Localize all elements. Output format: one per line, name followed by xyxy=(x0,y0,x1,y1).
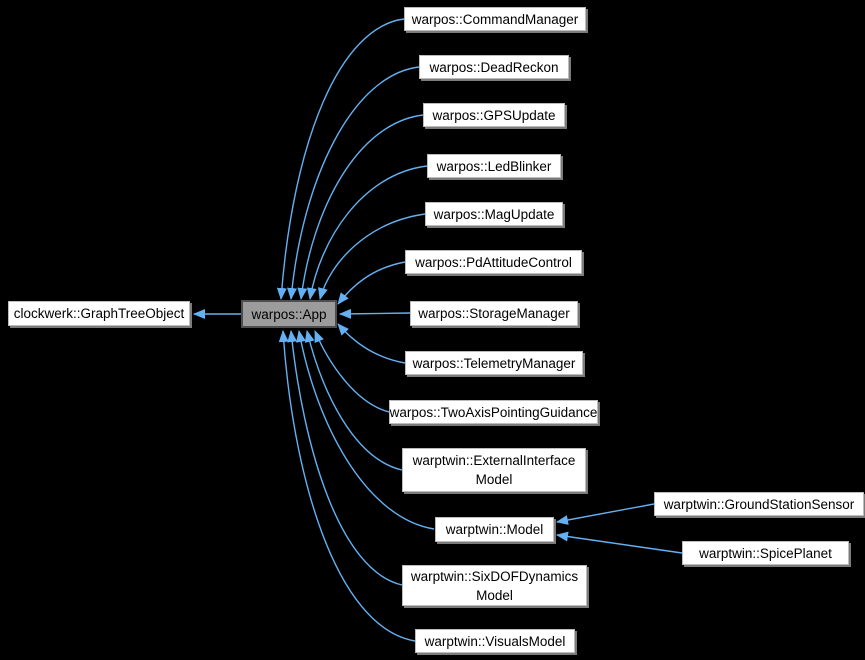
edge-externalinterfacemodel-to-app xyxy=(304,330,403,471)
node-warpos-app[interactable]: warpos::App xyxy=(241,300,337,328)
edge-deadreckon-to-app xyxy=(287,66,420,300)
node-warpos-magupdate[interactable]: warpos::MagUpdate xyxy=(425,202,563,226)
node-warptwin-externalinterfacemodel[interactable]: warptwin::ExternalInterface Model xyxy=(402,448,586,492)
node-warptwin-model[interactable]: warptwin::Model xyxy=(435,517,554,542)
edge-sixdofdynamicsmodel-to-app xyxy=(287,330,403,586)
edge-telemetrymanager-to-app xyxy=(337,323,406,364)
edge-ledblinker-to-app xyxy=(306,165,428,300)
edge-commandmanager-to-app xyxy=(276,18,405,300)
edge-pdattitudecontrol-to-app xyxy=(337,261,406,305)
edge-magupdate-to-app xyxy=(318,213,426,300)
edge-twoaxispointingguidance-to-app xyxy=(314,330,390,413)
edge-gpsupdate-to-app xyxy=(297,114,424,300)
edge-spiceplanet-to-model xyxy=(556,531,683,554)
edge-groundstationsensor-to-model xyxy=(556,503,655,525)
node-warpos-telemetrymanager[interactable]: warpos::TelemetryManager xyxy=(405,351,583,375)
node-warptwin-groundstationsensor[interactable]: warptwin::GroundStationSensor xyxy=(654,492,864,516)
edge-storagemanager-to-app xyxy=(339,308,411,319)
node-clockwerk-graphtreeobject[interactable]: clockwerk::GraphTreeObject xyxy=(8,301,190,326)
node-warpos-storagemanager[interactable]: warpos::StorageManager xyxy=(410,301,578,326)
node-warptwin-spiceplanet[interactable]: warptwin::SpicePlanet xyxy=(682,541,849,565)
node-warpos-commandmanager[interactable]: warpos::CommandManager xyxy=(404,7,586,31)
edge-model-to-app xyxy=(296,330,435,530)
node-warpos-gpsupdate[interactable]: warpos::GPSUpdate xyxy=(423,103,565,127)
node-warptwin-sixdofdynamicsmodel[interactable]: warptwin::SixDOFDynamics Model xyxy=(402,565,587,606)
node-warpos-ledblinker[interactable]: warpos::LedBlinker xyxy=(427,154,561,178)
node-warpos-pdattitudecontrol[interactable]: warpos::PdAttitudeControl xyxy=(405,250,582,274)
node-warpos-deadreckon[interactable]: warpos::DeadReckon xyxy=(419,55,569,79)
edge-visualsmodel-to-app xyxy=(278,330,416,642)
node-warpos-twoaxispointingguidance[interactable]: warpos::TwoAxisPointingGuidance xyxy=(389,400,598,424)
node-warptwin-visualsmodel[interactable]: warptwin::VisualsModel xyxy=(415,629,575,653)
